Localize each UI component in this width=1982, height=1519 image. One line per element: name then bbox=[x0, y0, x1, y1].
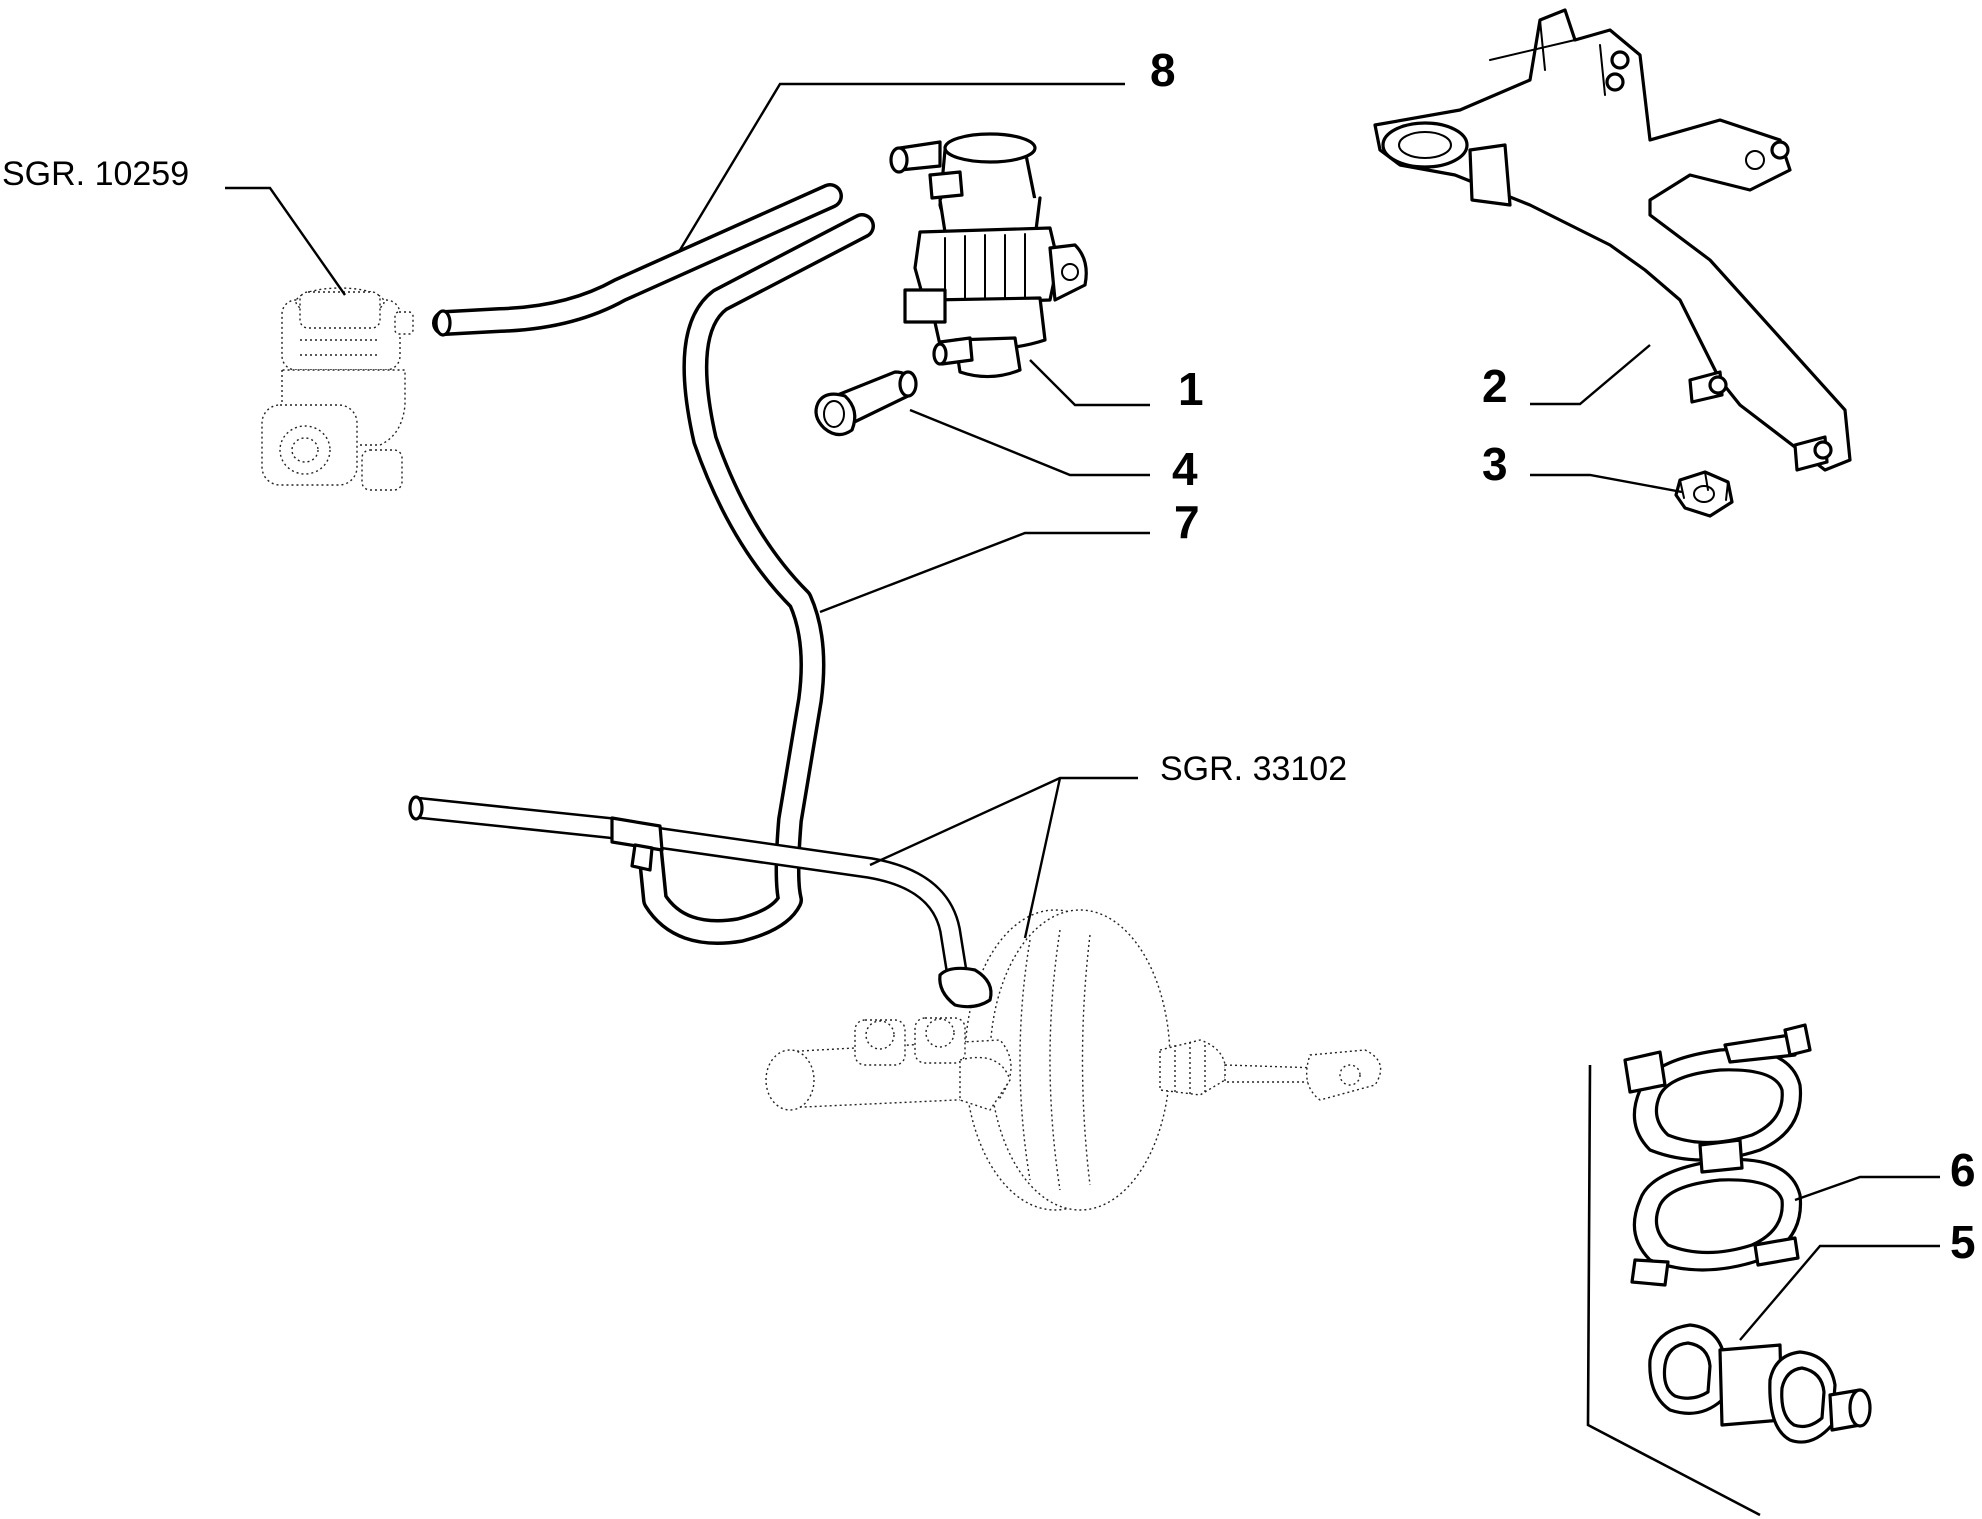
reference-label-33102: SGR. 33102 bbox=[1160, 750, 1347, 788]
reference-brake-booster-ghost bbox=[765, 909, 1382, 1211]
leader-5 bbox=[1739, 1244, 1940, 1341]
part-5-clip bbox=[1648, 1323, 1872, 1444]
leader-6 bbox=[1794, 1175, 1940, 1202]
leader-ref-10259 bbox=[225, 186, 346, 296]
callout-6: 6 bbox=[1950, 1144, 1976, 1196]
callout-5: 5 bbox=[1950, 1216, 1976, 1268]
part-4-bolt bbox=[814, 370, 918, 437]
reference-pump-ghost bbox=[261, 287, 414, 491]
part-3-nut bbox=[1674, 470, 1734, 518]
part-8-hose bbox=[432, 183, 843, 337]
leader-8 bbox=[678, 82, 1125, 251]
leader-ref-33102 bbox=[869, 776, 1138, 939]
leader-1 bbox=[1029, 359, 1150, 407]
reference-label-10259: SGR. 10259 bbox=[2, 155, 189, 193]
part-2-bracket bbox=[1373, 8, 1852, 472]
clip-group-separator bbox=[1586, 1064, 1761, 1517]
leader-7 bbox=[819, 531, 1150, 614]
callout-1: 1 bbox=[1178, 363, 1204, 415]
part-1-solenoid-valve bbox=[889, 132, 1088, 379]
part-7-hose bbox=[637, 213, 875, 945]
leader-lines bbox=[225, 82, 1940, 1341]
callout-3: 3 bbox=[1482, 438, 1508, 490]
vacuum-pipe bbox=[408, 795, 993, 1009]
part-6-double-clip bbox=[1623, 1023, 1812, 1287]
callout-labels: 8 1 4 7 2 3 6 5 SGR. 10259 SGR. 33102 bbox=[2, 44, 1976, 1268]
leader-2 bbox=[1530, 344, 1651, 406]
leader-3 bbox=[1530, 473, 1683, 494]
callout-2: 2 bbox=[1482, 360, 1508, 412]
leader-4 bbox=[909, 408, 1150, 477]
callout-4: 4 bbox=[1172, 443, 1198, 495]
callout-7: 7 bbox=[1174, 496, 1200, 548]
callout-8: 8 bbox=[1150, 44, 1176, 96]
